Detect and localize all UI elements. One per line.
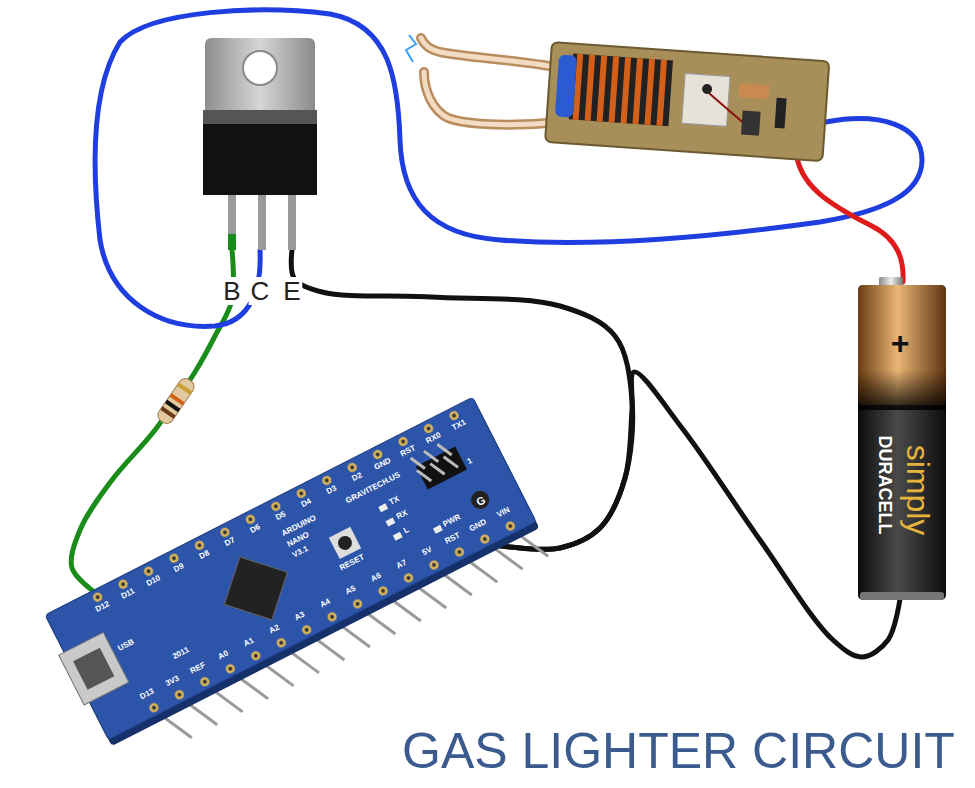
pin-label: 5V [421, 546, 433, 558]
wire-anchor [231, 249, 233, 251]
pin-label: D6 [249, 523, 262, 535]
pin-label: A3 [293, 611, 306, 623]
ignitor-module [545, 42, 829, 161]
polarity-mark: + [891, 327, 910, 359]
pin-letter: C [249, 277, 272, 305]
resistor-symbol [155, 376, 197, 426]
black-wire [487, 372, 900, 657]
year-label: 2011 [171, 646, 190, 661]
pin-letter: E [281, 277, 302, 305]
pin-label: A2 [268, 624, 281, 636]
transistor-box: BCE [200, 30, 320, 305]
pin-label: D3 [325, 484, 338, 496]
pin-label: RX0 [425, 431, 442, 445]
pin-label: GND [468, 518, 487, 533]
wire-anchor [899, 598, 901, 600]
pin-label: D9 [173, 562, 186, 574]
pin-label: D8 [198, 549, 211, 561]
pin-label: D7 [224, 536, 237, 548]
pin-label: RST [444, 531, 462, 545]
pin-label: 3V3 [164, 675, 180, 689]
arduino-board [40, 397, 553, 774]
pin-label: D13 [139, 687, 156, 701]
led-label: L [403, 526, 411, 535]
battery-symbol [858, 277, 946, 600]
pin-label: RST [399, 444, 417, 458]
pin-label: TX1 [451, 418, 468, 432]
pin-label: D4 [300, 497, 313, 509]
arduino-nano-box: TX1RX0RSTGNDD2D3D4D5D6D7D8D9D10D11D12D13… [45, 397, 536, 740]
pin-label: REF [189, 661, 207, 675]
pin-letter: B [221, 277, 242, 305]
wire-anchor [486, 542, 489, 545]
pin-label: D2 [351, 471, 364, 483]
pin-label: A1 [243, 637, 256, 649]
diagram-title: GAS LIGHTER CIRCUIT [402, 726, 955, 776]
transistor-symbol [203, 38, 317, 250]
pin-label: A4 [319, 598, 332, 610]
brand-name: DURACELL [876, 436, 894, 535]
pin-label: A0 [217, 649, 230, 661]
pin-label: GND [373, 457, 392, 472]
brand-slogan: simply [902, 445, 934, 536]
logo-letter: G [475, 494, 488, 508]
spark-electrodes [421, 38, 560, 125]
pin-one-mark: 1 [466, 457, 474, 466]
pin-label: D11 [120, 587, 136, 601]
led-label: PWR [442, 513, 462, 529]
red-wire [796, 150, 903, 282]
led-label: TX [388, 495, 401, 507]
pin-label: D5 [274, 510, 287, 522]
wire-anchor [94, 591, 97, 594]
spark [406, 35, 416, 62]
blue-wire [95, 10, 922, 326]
button-label: RESET [338, 553, 365, 572]
board-version: V3.1 [291, 545, 309, 560]
pin-label: VIN [496, 506, 512, 519]
pin-label: A6 [370, 572, 383, 584]
connector-label: USB [117, 638, 136, 653]
pin-label: A7 [395, 559, 408, 571]
led-label: RX [395, 509, 409, 521]
battery-box: + simply DURACELL [858, 285, 946, 600]
wire-anchor [291, 249, 293, 251]
pin-label: D12 [94, 600, 111, 614]
pin-label: D10 [145, 574, 162, 588]
pin-label: A5 [344, 585, 357, 597]
